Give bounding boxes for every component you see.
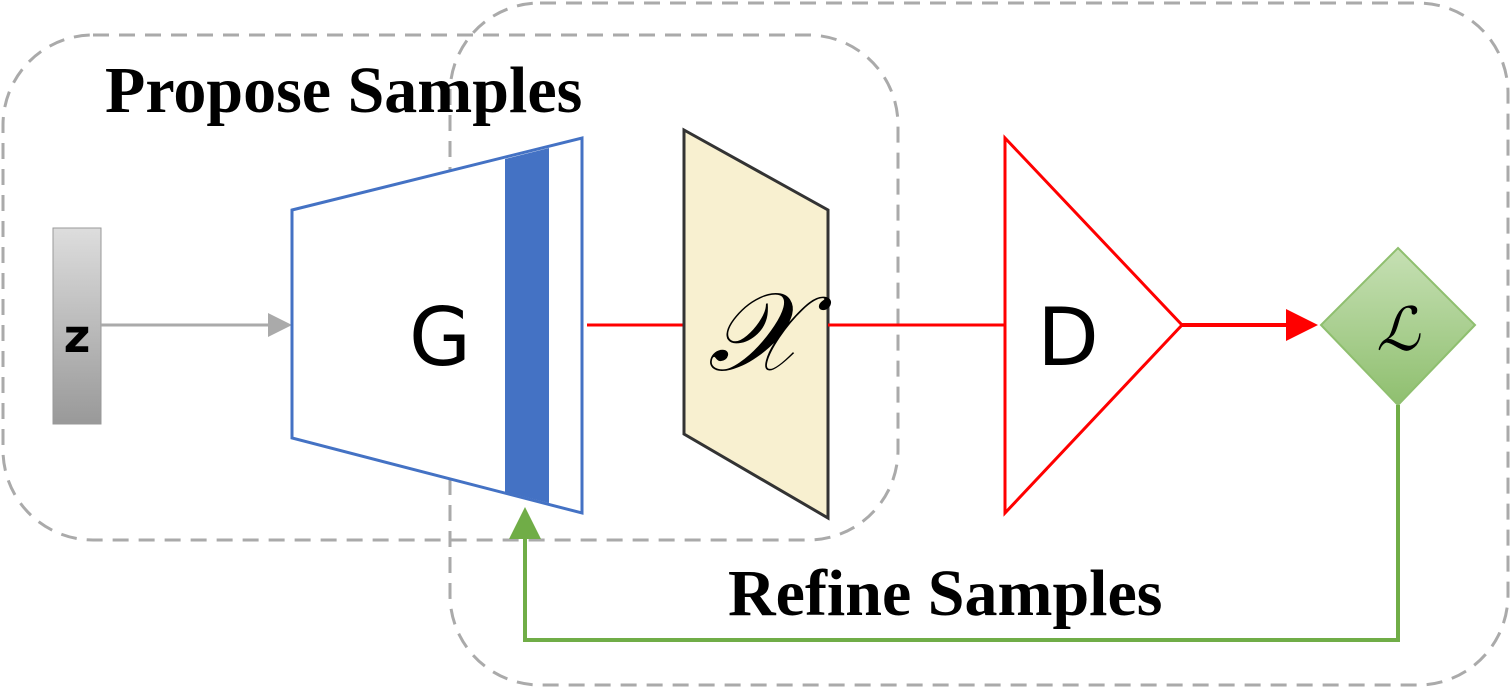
generator-label: G: [409, 291, 471, 384]
feedback-arrow: [509, 405, 1400, 642]
refine-samples-label: Refine Samples: [728, 557, 1162, 630]
discriminator-node: [1003, 134, 1185, 517]
z-node: [52, 227, 102, 425]
generator-last-layer: [505, 148, 549, 503]
loss-label: ℒ: [1376, 295, 1421, 365]
z-label: z: [64, 309, 91, 363]
propose-samples-label: Propose Samples: [105, 54, 582, 127]
discriminator-label: D: [1037, 291, 1099, 384]
sample-node: [682, 127, 830, 521]
